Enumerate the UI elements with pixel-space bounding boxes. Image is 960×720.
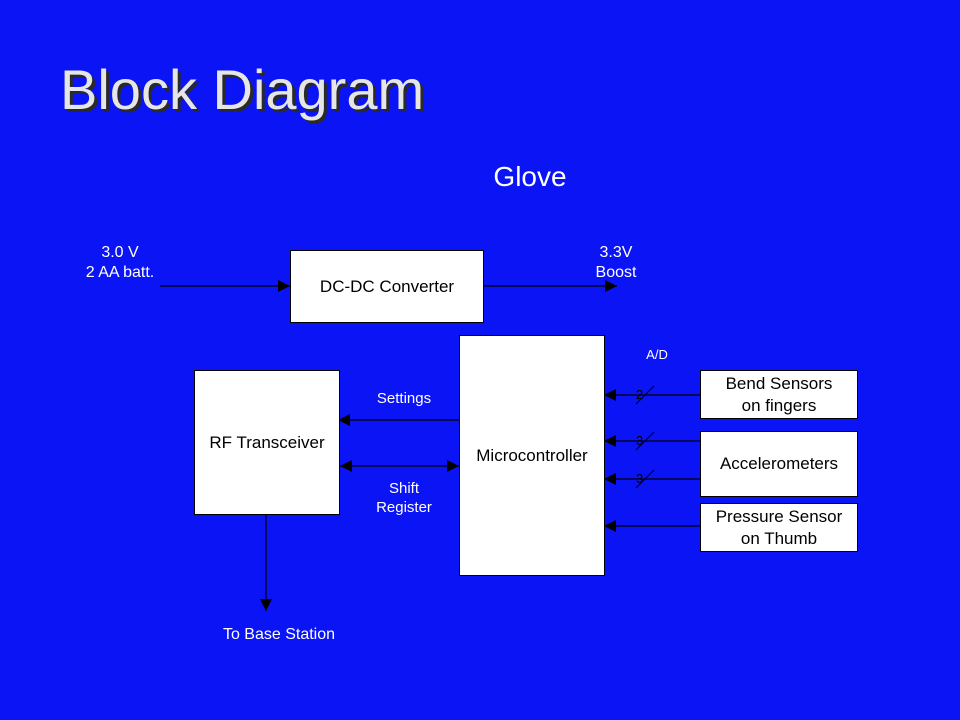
dcdc-converter-block: DC-DC Converter (290, 250, 484, 323)
input-power-label: 3.0 V 2 AA batt. (85, 244, 155, 281)
base-station-label: To Base Station (222, 626, 336, 643)
slide-title: Block Diagram (60, 58, 425, 121)
ad-label: A/D (646, 347, 668, 362)
accel-bus-slash-1 (635, 431, 655, 451)
shift-register-label: Shift Register (376, 480, 432, 516)
settings-label: Settings (376, 390, 432, 407)
output-power-label: 3.3V Boost (595, 244, 637, 281)
pressure-sensor-block: Pressure Sensor on Thumb (700, 503, 858, 552)
accel-bus-width-1: 3 (636, 433, 644, 448)
diagram-subtitle: Glove (493, 161, 567, 192)
accel-bus-width-2: 3 (636, 471, 644, 486)
rf-transceiver-block: RF Transceiver (194, 370, 340, 515)
bend-sensors-block: Bend Sensors on fingers (700, 370, 858, 419)
accelerometers-block: Accelerometers (700, 431, 858, 497)
bend-bus-width: 2 (636, 387, 644, 402)
accel-bus-slash-2 (635, 469, 655, 489)
bend-bus-slash (635, 385, 655, 405)
microcontroller-block: Microcontroller (459, 335, 605, 576)
